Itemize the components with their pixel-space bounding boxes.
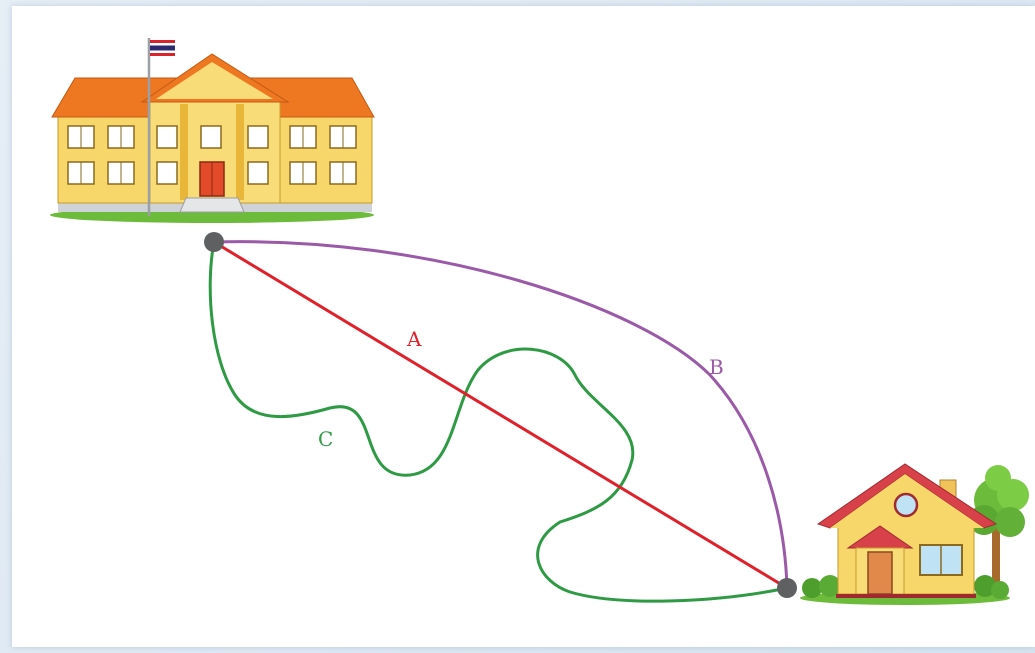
school-building-icon [50,38,375,223]
route-b-label: B [709,355,724,379]
thai-flag-icon [150,40,175,56]
house-icon [800,463,1029,605]
end-point-marker [777,578,797,598]
route-a-path [213,240,788,590]
route-a-label: A [406,327,422,351]
start-point-marker [204,232,224,252]
route-b-path [213,240,789,589]
route-c-label: C [318,427,333,451]
route-c-path [208,241,788,603]
